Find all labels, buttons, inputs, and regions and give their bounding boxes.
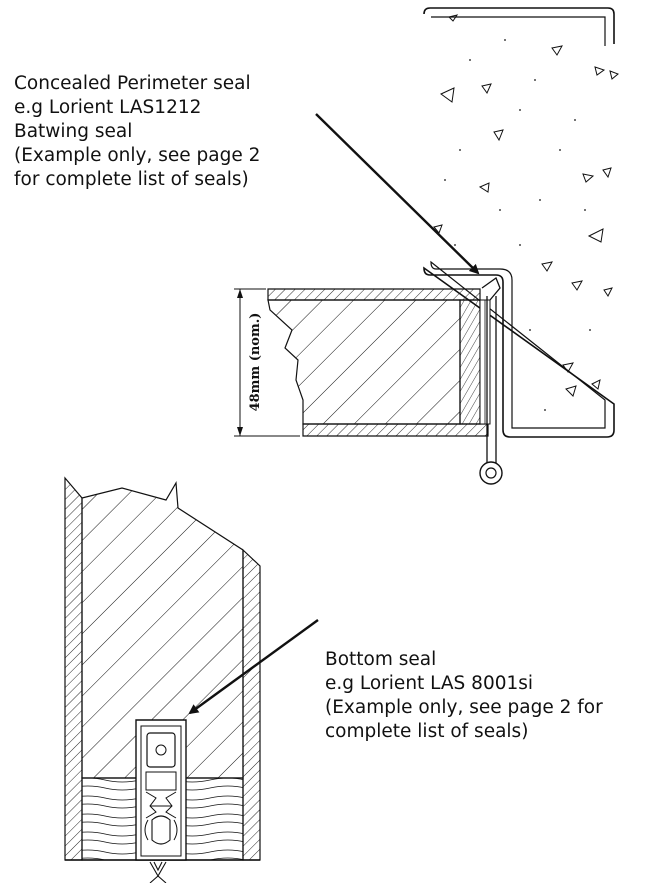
- bottom-seal-note-line: complete list of seals): [325, 721, 529, 742]
- perimeter-seal-note-line: for complete list of seals): [14, 169, 249, 190]
- perimeter-seal-leader: [315, 113, 480, 275]
- hinge-leaf: [486, 296, 497, 470]
- frame-inner-outline: [430, 16, 606, 429]
- bottom-right-facing: [242, 548, 261, 861]
- hinge-pin: [485, 467, 497, 479]
- bottom-seal-note-line: (Example only, see page 2 for: [325, 697, 603, 718]
- bottom-seal-note-line: Bottom seal: [325, 649, 437, 670]
- door-bottom-section: [64, 476, 261, 883]
- dimension-marker: 48mm (nom.): [234, 288, 300, 437]
- door-leaf-section: [267, 276, 503, 485]
- frame-outline: [423, 7, 615, 438]
- drop-seal-fins: [149, 861, 167, 883]
- perimeter-seal-note-line: (Example only, see page 2: [14, 145, 261, 166]
- bottom-left-facing: [64, 476, 83, 861]
- door-edge-lipping: [459, 299, 481, 425]
- batwing-seal-fins: [481, 276, 501, 301]
- perimeter-seal-note: Concealed Perimeter seal e.g Lorient LAS…: [14, 72, 260, 192]
- door-top-facing: [267, 288, 481, 301]
- door-thickness-dimension: 48mm (nom.): [248, 313, 263, 412]
- perimeter-seal-note-line: Concealed Perimeter seal: [14, 73, 251, 94]
- door-core: [267, 299, 461, 425]
- bottom-seal-leader: [188, 619, 319, 715]
- bottom-seal-note: Bottom seal e.g Lorient LAS 8001si (Exam…: [325, 648, 603, 744]
- perimeter-seal-note-line: Batwing seal: [14, 121, 133, 142]
- concrete-aggregate: [433, 14, 619, 397]
- bottom-seal-note-line: e.g Lorient LAS 8001si: [325, 673, 534, 694]
- perimeter-seal-note-line: e.g Lorient LAS1212: [14, 97, 202, 118]
- concrete-dots: [444, 39, 591, 411]
- bottom-seal-assembly: [135, 719, 187, 883]
- door-bottom-facing: [302, 423, 489, 437]
- frame-section: [423, 7, 619, 438]
